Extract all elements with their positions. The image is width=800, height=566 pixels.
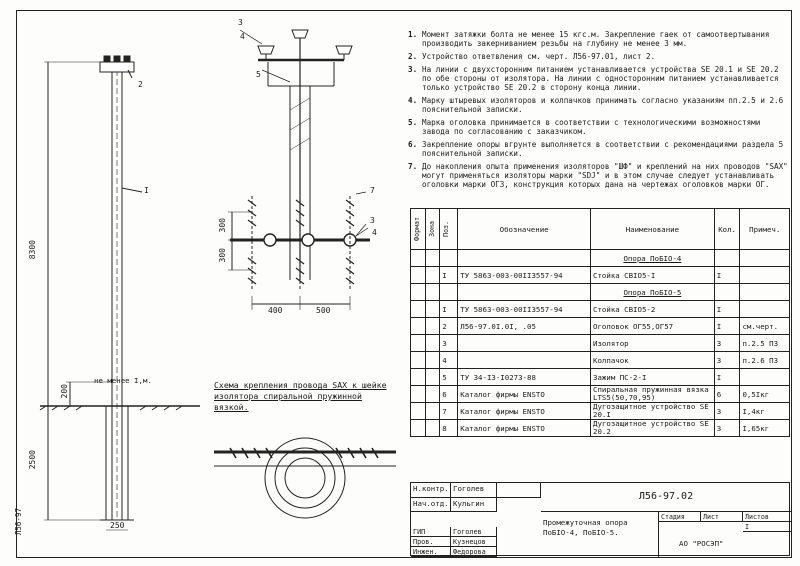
header-qty: Кол. (713, 208, 741, 250)
sheets-label: Листов (743, 512, 791, 522)
dim-300-bottom: 300 (218, 248, 227, 263)
callout-3-top: 3 (238, 18, 243, 27)
dim-pole-height: 8300 (28, 240, 37, 260)
callout-I: I (144, 186, 149, 195)
dim-400: 400 (268, 306, 283, 315)
role-nachotd: Нач.отд. (411, 498, 451, 512)
spec-group-row: Опора ПоБIO-5 (410, 283, 790, 301)
callout-2: 2 (138, 80, 143, 89)
note-item: 6.Закрепление опоры вгрунте выполняется … (408, 140, 784, 158)
scheme-caption: Схема крепления провода SAX к шейке изол… (214, 380, 387, 412)
spec-group-row: Опора ПоБIO-4 (410, 249, 790, 267)
dim-base: 250 (110, 521, 125, 530)
note-item: 5.Марка оголовка принимается в соответст… (408, 118, 761, 136)
org-name: АО "РОСЭП" (679, 539, 724, 548)
note-item: 4.Марку штыревых изоляторов и колпачков … (408, 96, 784, 114)
stage-label: Стадия (659, 512, 701, 522)
dim-300-top: 300 (218, 218, 227, 233)
dim-depth: 2500 (28, 450, 37, 470)
callout-3: 3 (370, 216, 375, 225)
role-gip: ГИП (411, 527, 451, 537)
role-prov: Пров. (411, 537, 451, 547)
notes-list: 1.Момент затяжки болта не менее 15 кгс.м… (408, 30, 788, 193)
sheet-frame (16, 10, 792, 558)
role-nkontr: Н.контр. (411, 483, 451, 498)
header-pos: Поз. (442, 221, 451, 237)
spec-header-row: Формат Зона Поз. Обозначение Наименовани… (410, 208, 790, 250)
name-nkontr: Гоголев (451, 483, 497, 498)
note-item: 1.Момент затяжки болта не менее 15 кгс.м… (408, 30, 770, 48)
name-nachotd: Кульгин (451, 498, 497, 512)
header-zone: Зона (427, 221, 436, 237)
note-item: 7.До накопления опыта применения изолято… (408, 162, 788, 189)
name-prov: Кузнецов (451, 537, 497, 547)
title-block: Н.контр. Гоголев Нач.отд. Кульгин ГИП Го… (410, 482, 791, 557)
header-format: Формат (413, 217, 421, 241)
drawing-title: Промежуточная опора ПоБIO-4, ПоБIO-5. (541, 512, 659, 557)
name-gip: Гоголев (451, 527, 497, 537)
header-note: Примеч. (739, 208, 790, 250)
header-designation: Обозначение (457, 208, 592, 250)
callout-5: 5 (256, 70, 261, 79)
role-inzhen: Инжен. (411, 547, 451, 557)
callout-7: 7 (370, 186, 375, 195)
sheet-label: Лист (701, 512, 743, 522)
note-item: 3.На линии с двухсторонним питанием уста… (408, 65, 779, 92)
specification-table: Формат Зона Поз. Обозначение Наименовани… (410, 208, 790, 437)
sheets-value: I (743, 522, 791, 532)
side-stamp: Л56-97 (14, 508, 23, 536)
note-item: 2.Устройство ответвления см. черт. Л56-9… (408, 52, 656, 61)
callout-4-top: 4 (240, 32, 245, 41)
callout-4: 4 (372, 228, 377, 237)
name-inzhen: Федорова (451, 547, 497, 557)
dim-500: 500 (316, 306, 331, 315)
drawing-code: Л56-97.02 (541, 483, 791, 512)
header-name: Наименование (590, 208, 715, 250)
dim-offset: 200 (60, 384, 69, 399)
ground-note: не менее I,м. (94, 376, 152, 385)
